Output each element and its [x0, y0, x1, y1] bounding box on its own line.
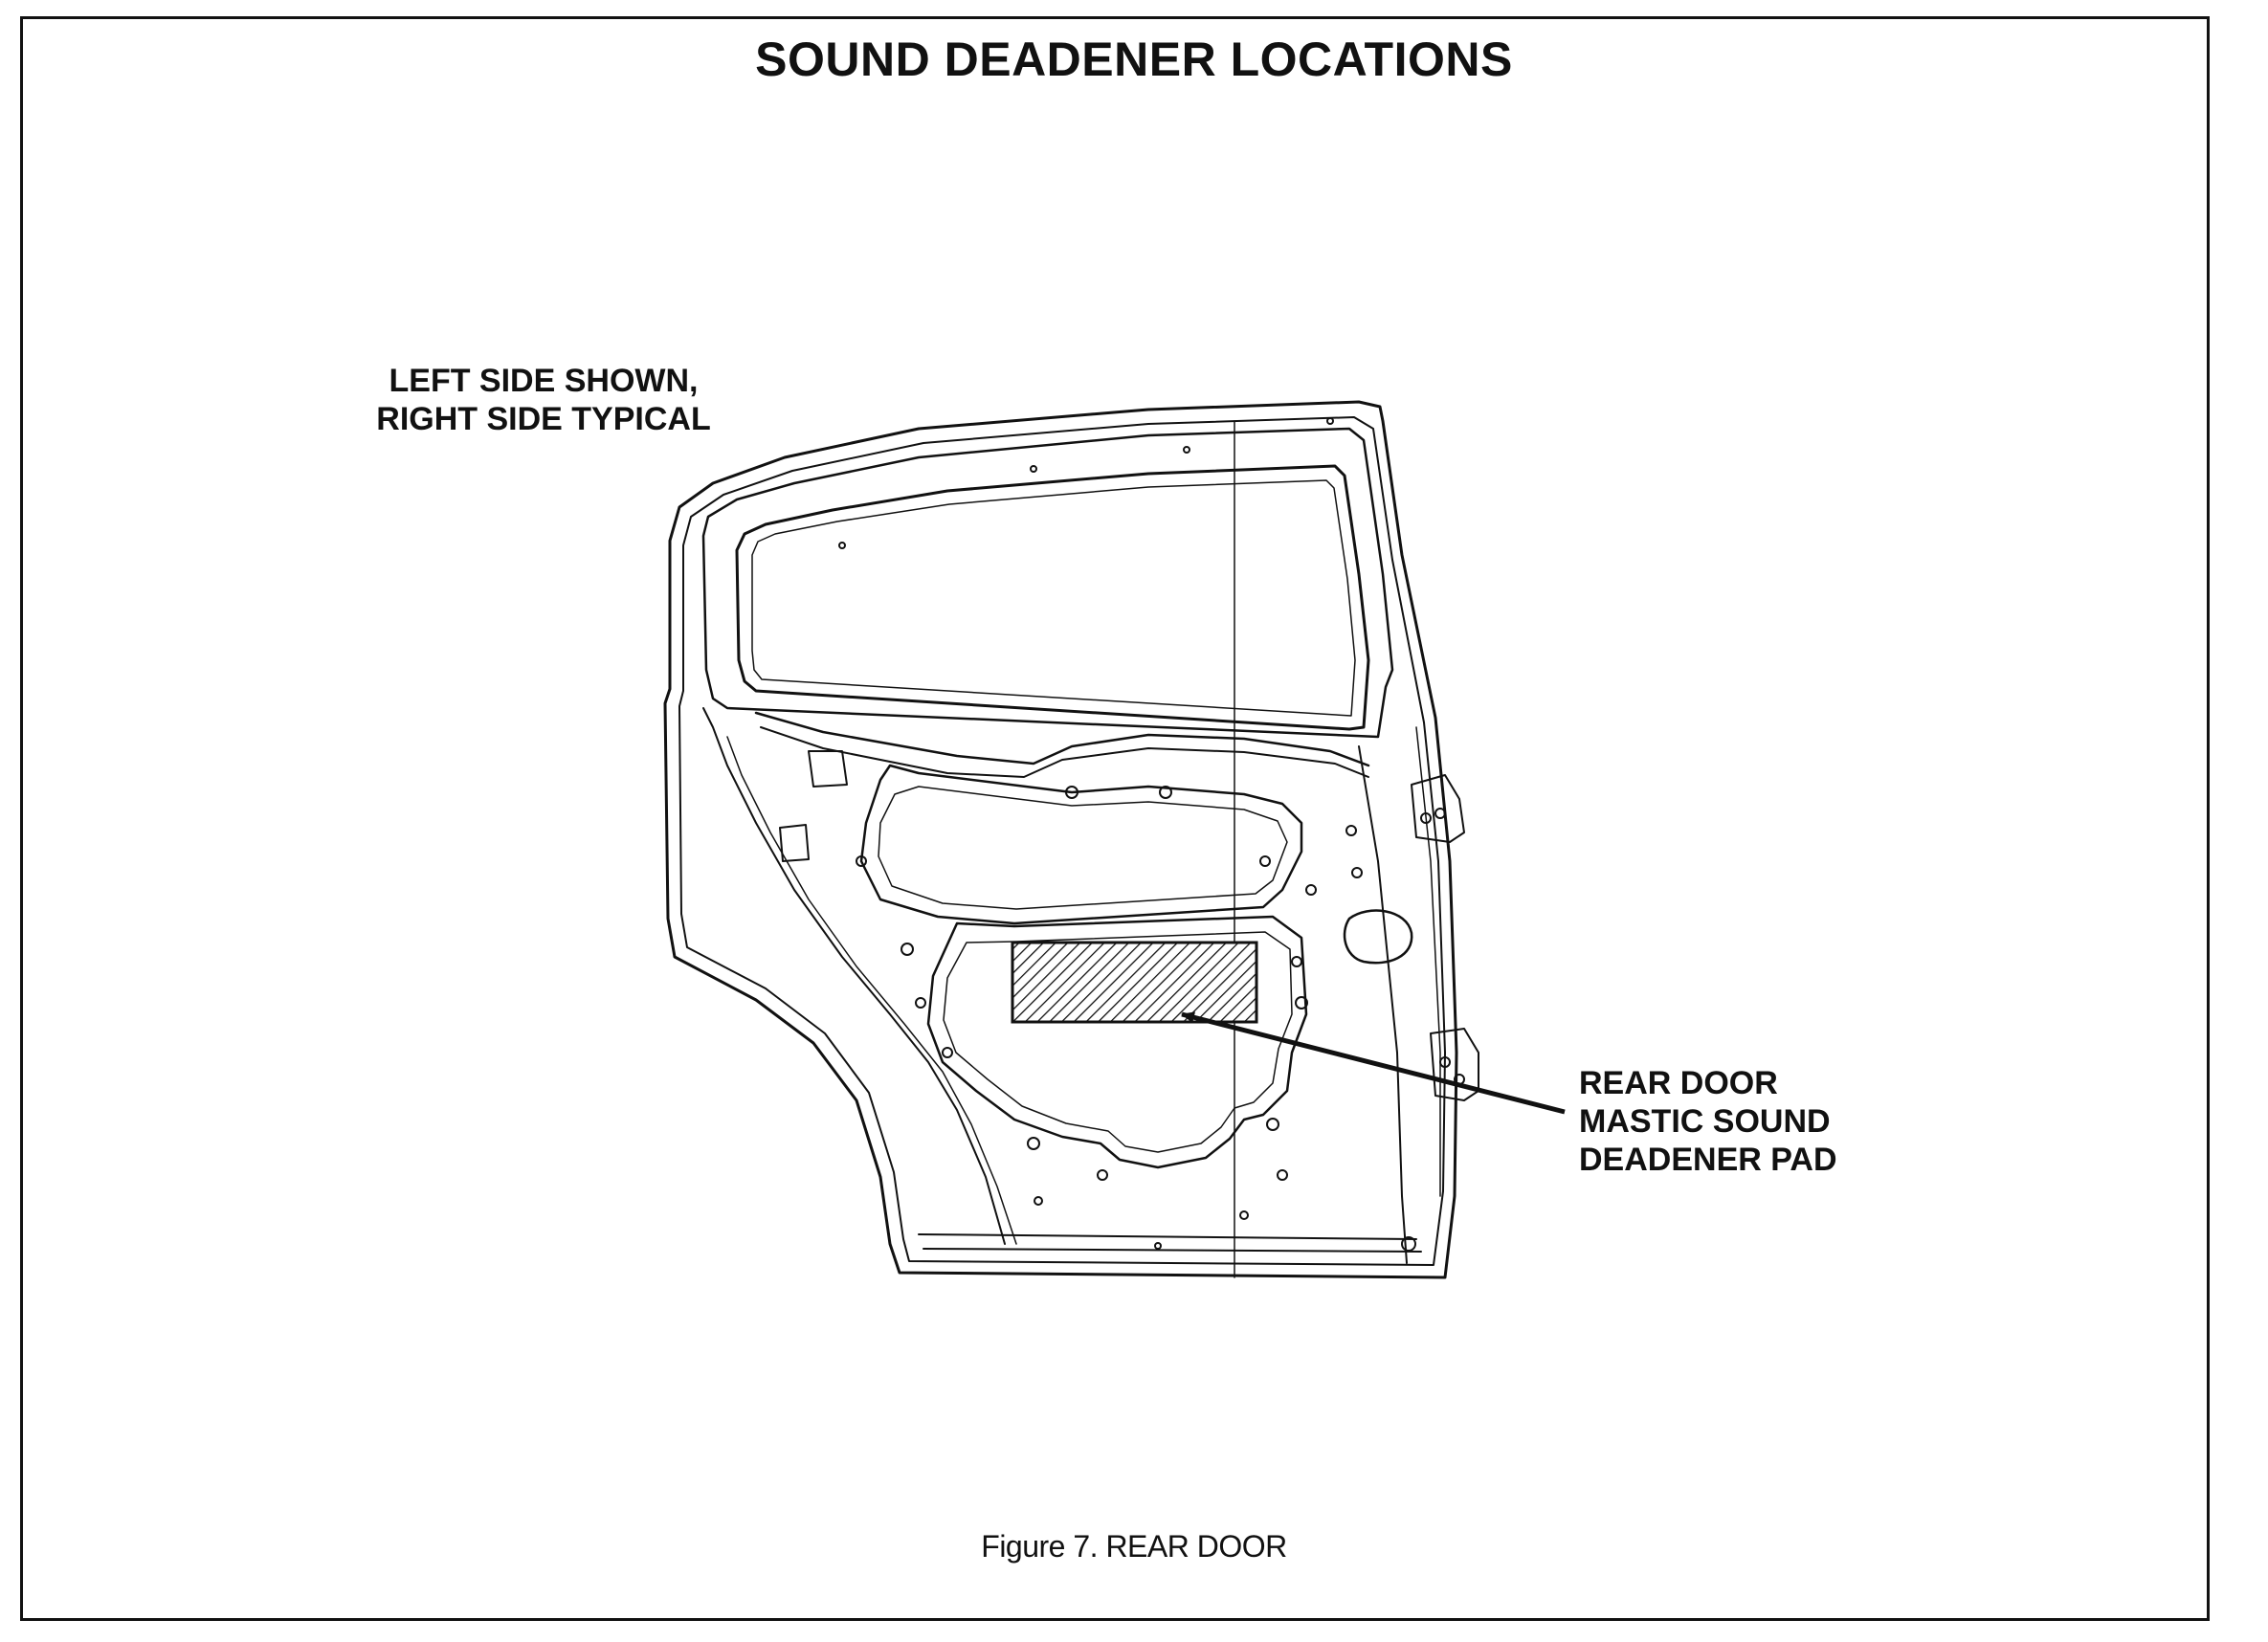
lock-bracket: [808, 750, 848, 788]
side-note-line-2: RIGHT SIDE TYPICAL: [376, 401, 711, 437]
hinge-face-rail: [1358, 745, 1408, 1264]
callout-line-1: REAR DOOR: [1579, 1065, 1778, 1101]
side-note-line-1: LEFT SIDE SHOWN,: [389, 363, 699, 399]
inner-panel-lower: [926, 915, 1308, 1169]
mastic-sound-deadener-pad: [1011, 941, 1258, 1024]
window-glass-opening: [735, 464, 1370, 731]
inner-panel-upper-inner: [878, 786, 1288, 910]
window-glass-opening-inner: [751, 479, 1356, 717]
fastener-holes: [838, 417, 1465, 1252]
figure-caption: Figure 7. REAR DOOR: [981, 1529, 1287, 1564]
callout-line-2: MASTIC SOUND: [1579, 1103, 1831, 1140]
handle-pocket: [1343, 909, 1413, 965]
side-note-label: LEFT SIDE SHOWN, RIGHT SIDE TYPICAL: [343, 362, 745, 438]
rear-flange: [702, 707, 1006, 1245]
door-outer-outline: [663, 400, 1458, 1279]
upper-hinge: [1411, 774, 1465, 843]
inner-panel-lower-inner: [943, 931, 1293, 1153]
callout-line-3: DEADENER PAD: [1579, 1142, 1837, 1178]
figure-frame: [20, 16, 2210, 1621]
rear-flange-2: [726, 736, 1017, 1245]
door-outer-outline-inner: [678, 416, 1446, 1266]
callout-leader-arrow: [1181, 1011, 1566, 1115]
page-title: SOUND DEADENER LOCATIONS: [755, 33, 1513, 86]
inner-panel-upper: [859, 764, 1303, 925]
bottom-sill: [918, 1233, 1422, 1253]
belt-reinforcement: [754, 711, 1370, 767]
belt-reinforcement-lower: [760, 726, 1369, 778]
pad-callout-label: REAR DOOR MASTIC SOUND DEADENER PAD: [1579, 1064, 1837, 1179]
lock-bracket-2: [779, 824, 810, 862]
window-frame-outer: [701, 427, 1394, 739]
hinge-face-rail-2: [1415, 726, 1441, 1197]
